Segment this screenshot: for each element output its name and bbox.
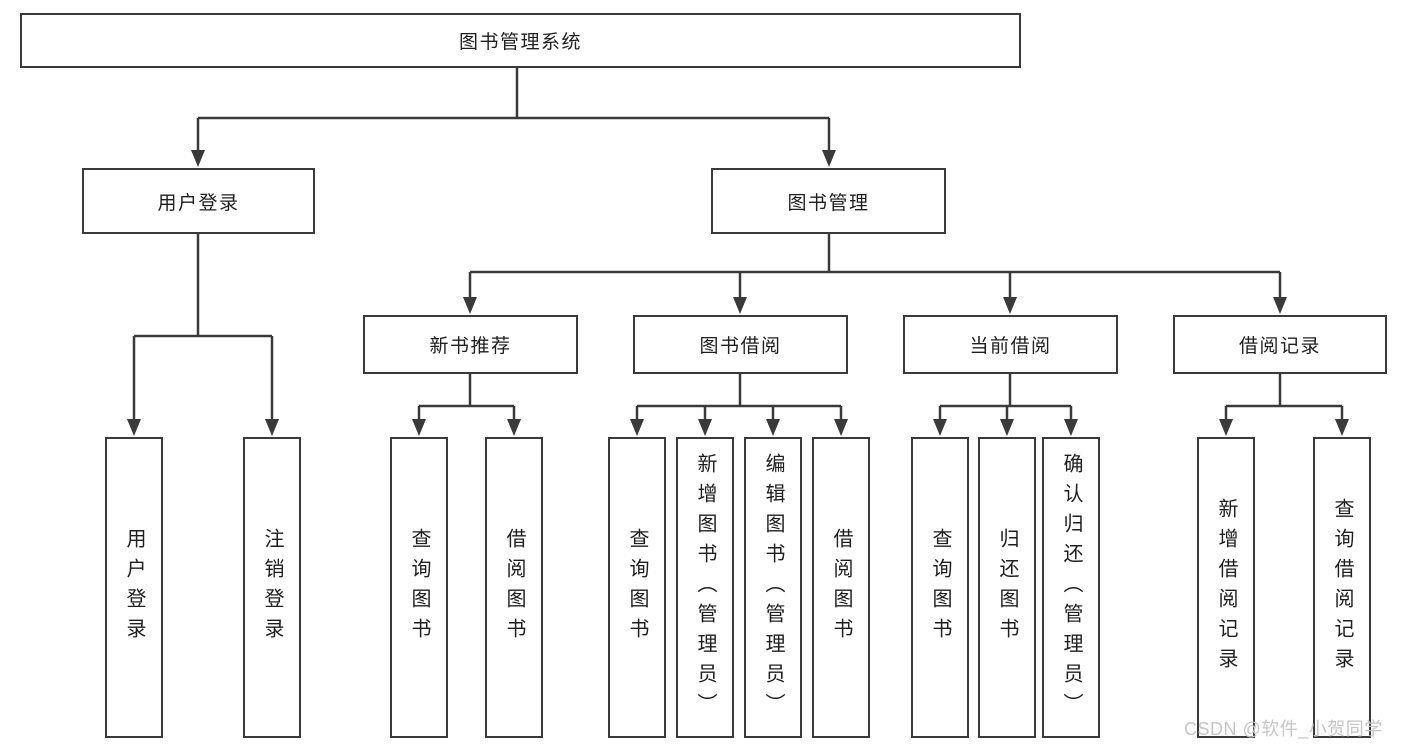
leaf-return-books: 归还图书 <box>978 437 1036 738</box>
leaf-add-borrow-record: 新增借阅记录 <box>1197 437 1255 738</box>
arrowhead <box>507 419 521 436</box>
leaf-confirm-return-admin: 确认归还（管理员） <box>1042 437 1100 738</box>
wire-mgmt-to-groups <box>468 234 1282 300</box>
node-system-root: 图书管理系统 <box>20 13 1021 68</box>
arrowhead <box>733 297 747 314</box>
leaf-borrow-books: 借阅图书 <box>812 437 870 738</box>
arrowhead <box>412 419 426 436</box>
wire-root-to-level2 <box>196 68 831 152</box>
leaf-query-borrow-record: 查询借阅记录 <box>1313 437 1371 738</box>
leaf-label: 查询图书 <box>408 527 430 648</box>
leaf-add-books-admin: 新增图书（管理员） <box>676 437 734 738</box>
arrowhead <box>191 150 205 167</box>
leaf-label: 用户登录 <box>123 527 145 648</box>
leaf-query-books: 查询图书 <box>911 437 969 738</box>
node-book-borrow: 图书借阅 <box>633 315 848 374</box>
wire-login-to-leaves <box>132 234 274 421</box>
node-new-book-recommend: 新书推荐 <box>363 315 578 374</box>
arrowhead <box>630 419 644 436</box>
leaf-label: 查询图书 <box>626 527 648 648</box>
leaf-logout: 注销登录 <box>243 437 301 738</box>
node-label: 用户登录 <box>157 192 240 214</box>
arrowhead <box>933 419 947 436</box>
leaf-label: 查询借阅记录 <box>1331 497 1353 678</box>
leaf-label: 确认归还（管理员） <box>1060 452 1082 723</box>
arrowhead <box>766 419 780 436</box>
wire-borrow-to-leaves <box>635 374 843 421</box>
leaf-label: 注销登录 <box>261 527 283 648</box>
node-book-management: 图书管理 <box>711 168 946 234</box>
arrowhead <box>1000 419 1014 436</box>
leaf-label: 借阅图书 <box>830 527 852 648</box>
wire-newbook-to-leaves <box>417 374 516 421</box>
leaf-query-books: 查询图书 <box>608 437 666 738</box>
arrowhead <box>1273 297 1287 314</box>
node-label: 图书管理系统 <box>458 32 582 53</box>
wire-records-to-leaves <box>1224 374 1344 421</box>
node-borrow-records: 借阅记录 <box>1173 315 1387 374</box>
node-label: 新书推荐 <box>429 336 512 357</box>
arrowhead <box>834 419 848 436</box>
node-label: 借阅记录 <box>1238 336 1321 357</box>
node-label: 图书管理 <box>787 192 870 214</box>
arrowhead <box>822 150 836 167</box>
arrowhead <box>1064 419 1078 436</box>
arrowhead <box>127 419 141 436</box>
leaf-label: 查询图书 <box>929 527 951 648</box>
csdn-watermark: CSDN @软件_小贺同学 <box>1184 719 1383 739</box>
arrowhead <box>265 419 279 436</box>
node-label: 图书借阅 <box>699 336 782 357</box>
leaf-label: 编辑图书（管理员） <box>762 452 784 723</box>
leaf-borrow-books: 借阅图书 <box>485 437 543 738</box>
leaf-label: 新增图书（管理员） <box>694 452 716 723</box>
leaf-label: 新增借阅记录 <box>1215 497 1237 678</box>
arrowhead <box>1219 419 1233 436</box>
wire-current-to-leaves <box>938 374 1073 421</box>
node-label: 当前借阅 <box>969 336 1052 357</box>
node-user-login: 用户登录 <box>82 168 315 234</box>
arrowhead <box>698 419 712 436</box>
leaf-edit-books-admin: 编辑图书（管理员） <box>744 437 802 738</box>
node-current-borrow: 当前借阅 <box>903 315 1118 374</box>
arrowhead <box>463 297 477 314</box>
leaf-label: 借阅图书 <box>503 527 525 648</box>
leaf-user-login: 用户登录 <box>105 437 163 738</box>
leaf-query-books: 查询图书 <box>390 437 448 738</box>
arrowhead <box>1335 419 1349 436</box>
arrowhead <box>1003 297 1017 314</box>
leaf-label: 归还图书 <box>996 527 1018 648</box>
